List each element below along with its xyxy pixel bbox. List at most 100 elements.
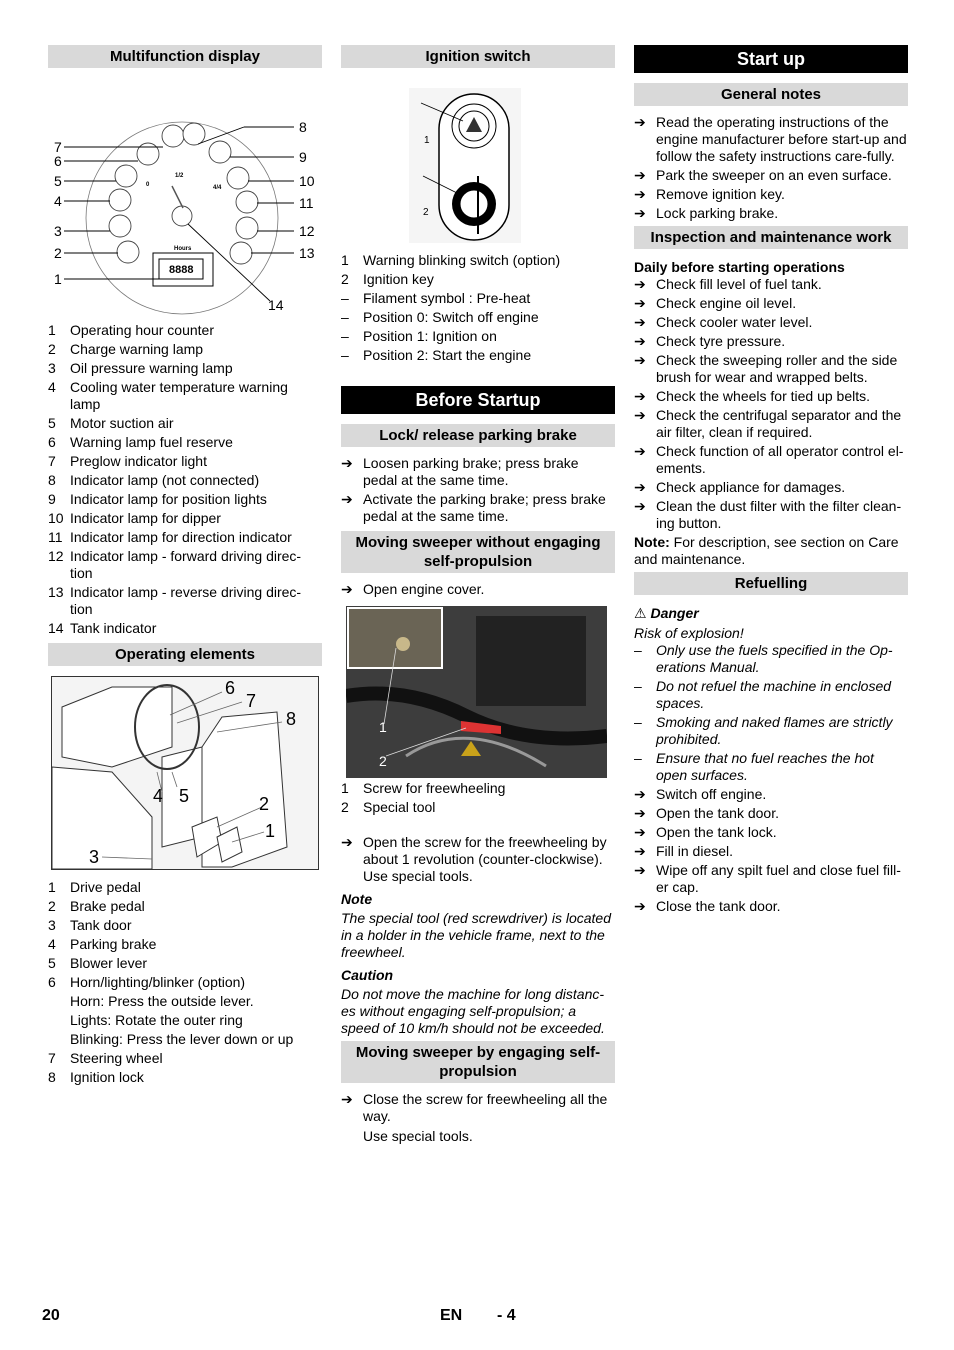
arrow-icon: ➔ (634, 862, 646, 878)
maintenance-note: Note: For description, see section on Ca… (634, 534, 899, 567)
svg-text:0: 0 (146, 182, 150, 188)
refuel-steps: ➔Switch off engine. ➔Open the tank door.… (634, 786, 908, 915)
svg-text:1: 1 (265, 821, 275, 841)
risk-text: Risk of explosion! (634, 625, 744, 641)
dash-icon: – (634, 678, 642, 694)
step-item: ➔Close the tank door. (634, 898, 781, 914)
step-item: ➔Park the sweeper on an even surface. (634, 167, 892, 183)
legend-item: Lights: Rotate the outer ring (70, 1012, 243, 1028)
svg-text:1: 1 (424, 135, 430, 146)
svg-text:9: 9 (299, 149, 307, 165)
step-item: ➔Fill in diesel. (634, 843, 734, 859)
svg-text:12: 12 (299, 223, 315, 239)
general-notes-steps: ➔Read the operating instructions of the … (634, 114, 908, 222)
arrow-icon: ➔ (634, 314, 646, 330)
open-cover-step: ➔Open engine cover. (341, 581, 615, 598)
parking-brake-steps: ➔Loosen parking brake; press brake pedal… (341, 455, 615, 525)
caution-label: Caution (341, 967, 394, 983)
dashboard-gauge-diagram: 8888 Hours 0 1/2 4/4 (54, 119, 315, 315)
svg-text:8: 8 (299, 119, 307, 135)
step-item: ➔Check appliance for damages. (634, 479, 846, 495)
svg-text:1: 1 (379, 719, 387, 735)
ignition-switch-drawing: 1 2 (409, 88, 521, 243)
arrow-icon: ➔ (634, 333, 646, 349)
heading-moving-without-propulsion: Moving sweeper without engaging self-pro… (341, 531, 615, 573)
operating-elements-figure: 6 7 8 4 5 2 1 3 (51, 676, 319, 870)
step-item: ➔Switch off engine. (634, 786, 767, 802)
arrow-icon: ➔ (634, 167, 646, 183)
step-item: ➔Check engine oil level. (634, 295, 797, 311)
svg-text:4: 4 (54, 193, 62, 209)
heading-refuelling: Refuelling (634, 572, 908, 595)
svg-text:5: 5 (179, 786, 189, 806)
heading-start-up: Start up (634, 45, 908, 73)
arrow-icon: ➔ (634, 443, 646, 459)
svg-text:Hours: Hours (174, 246, 192, 252)
svg-text:6: 6 (54, 153, 62, 169)
legend-item: –Position 0: Switch off engine (341, 309, 539, 325)
svg-text:3: 3 (54, 223, 62, 239)
arrow-icon: ➔ (634, 843, 646, 859)
heading-parking-brake: Lock/ release parking brake (341, 424, 615, 447)
freewheel-screw-photo: 1 2 (346, 606, 607, 778)
page-number: 20 (42, 1307, 60, 1324)
step-item: ➔Check the wheels for tied up belts. (634, 388, 871, 404)
step-item: ➔Open the tank lock. (634, 824, 777, 840)
heading-ignition-switch: Ignition switch (341, 45, 615, 68)
open-screw-step: ➔Open the screw for the freewheeling by … (341, 834, 615, 885)
svg-text:6: 6 (225, 678, 235, 698)
refuel-warnings: –Only use the fuels specified in the Op-… (634, 642, 908, 784)
svg-text:10: 10 (299, 173, 315, 189)
arrow-icon: ➔ (634, 786, 646, 802)
svg-text:8: 8 (286, 709, 296, 729)
step-item: ➔Check function of all operator control … (634, 443, 904, 476)
step-item: ➔Close the screw for freewheeling all th… (341, 1091, 608, 1144)
legend-item: –Position 1: Ignition on (341, 328, 497, 344)
dash-icon: – (634, 714, 642, 730)
arrow-icon: ➔ (341, 455, 353, 471)
svg-text:4: 4 (153, 786, 163, 806)
svg-text:2: 2 (379, 753, 387, 769)
legend-item: Blinking: Press the lever down or up (70, 1031, 294, 1047)
arrow-icon: ➔ (341, 834, 353, 850)
column-3: Start up General notes ➔Read the operati… (634, 45, 908, 917)
svg-text:11: 11 (299, 195, 314, 211)
step-item: ➔Remove ignition key. (634, 186, 785, 202)
step-item: ➔Check fill level of fuel tank. (634, 276, 822, 292)
svg-text:13: 13 (299, 245, 315, 261)
svg-text:8888: 8888 (169, 264, 193, 276)
caution-text: Do not move the machine for long distanc… (341, 986, 605, 1036)
step-item: ➔Activate the parking brake; press brake… (341, 491, 606, 524)
dash-icon: – (634, 750, 642, 766)
step-item: ➔Open the tank door. (634, 805, 779, 821)
step-item: ➔Check the sweeping roller and the side … (634, 352, 898, 385)
heading-multifunction-display: Multifunction display (48, 45, 322, 68)
heading-inspection-maintenance: Inspection and maintenance work (634, 226, 908, 249)
close-screw-step: ➔Close the screw for freewheeling all th… (341, 1091, 615, 1145)
step-item: ➔Check the centrifugal separator and the… (634, 407, 902, 440)
step-item: ➔Clean the dust filter with the filter c… (634, 498, 902, 531)
inspection-steps: ➔Check fill level of fuel tank. ➔Check e… (634, 276, 908, 532)
step-item: ➔Loosen parking brake; press brake pedal… (341, 455, 579, 488)
warning-item: –Do not refuel the machine in enclosed s… (634, 678, 892, 711)
legend-item: Horn: Press the outside lever. (70, 993, 254, 1009)
